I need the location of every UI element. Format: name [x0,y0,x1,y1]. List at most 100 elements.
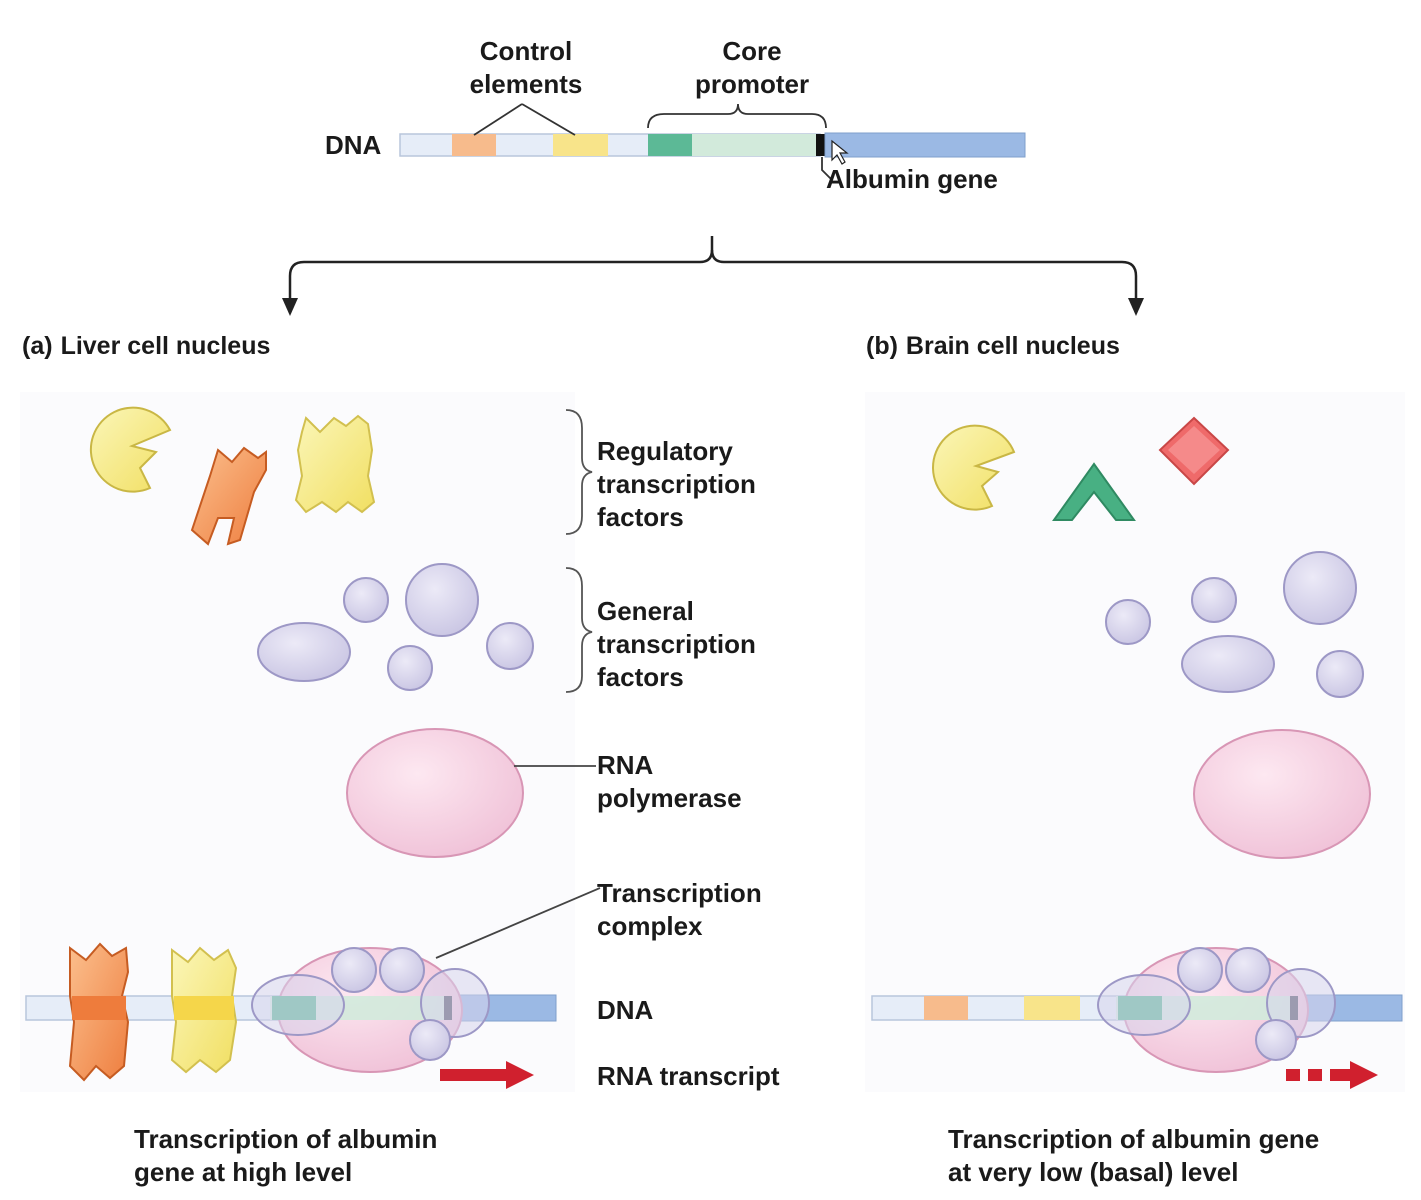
arrow-to-brain [1128,298,1144,316]
panel-a-dna-complex [25,942,557,1082]
arrow-dash-b3 [1330,1069,1352,1081]
general-line-2: transcription [597,629,756,659]
complex-tf-oval-left [251,974,345,1036]
core-promoter-bracket [647,103,827,129]
rna-polymerase-a [346,728,524,858]
top-tata-box [648,134,692,156]
panel-b-letter: (b) [866,332,898,360]
yellow-crescent-factor-a [89,406,172,493]
general-brace [565,567,593,693]
general-tf-circle-b4 [1316,650,1364,698]
complex-tf-oval-left-b [1097,974,1191,1036]
arrow-dash-b2 [1308,1069,1322,1081]
core-promoter-line-1: Core [722,36,781,66]
general-tf-oval-b [1181,635,1275,693]
complex-tf-top-b2 [1225,947,1271,993]
rna-transcript-arrow-b [1286,1061,1378,1089]
top-dna-label: DNA [325,130,382,160]
albumin-pointer [821,157,833,181]
panel-b-regulatory-factors [932,416,1230,521]
panel-a-caption-line-2: gene at high level [134,1157,352,1187]
top-control-element-yellow [553,134,608,156]
control-element-orange-b [924,996,968,1020]
regulatory-line-1: Regulatory [597,436,733,466]
panel-a-letter: (a) [22,332,53,360]
arrow-shaft-a [440,1069,510,1081]
general-tf-circle-b3 [1283,551,1357,625]
split-bracket-path-right [710,249,1138,300]
panel-a-general-factors [257,563,534,691]
arrow-dash-b1 [1286,1069,1300,1081]
panel-b-caption-line-2: at very low (basal) level [948,1157,1238,1187]
panel-b-title: (b) Brain cell nucleus [866,332,1120,360]
transcription-complex-line-1: Transcription [597,878,762,908]
top-control-element-orange [452,134,496,156]
rna-polymerase-line-2: polymerase [597,783,742,813]
panel-b-dna-complex [871,947,1403,1073]
panel-a-regulatory-factors [89,406,376,546]
control-pointer-1 [473,103,523,136]
regulatory-brace [565,409,593,535]
panel-b-general-factors [1105,551,1364,698]
transcription-complex-pointer [435,887,601,959]
general-tf-circle-a2 [405,563,479,637]
core-promoter-line-2: promoter [695,69,809,99]
rna-polymerase-b [1193,729,1371,859]
regulatory-line-2: transcription [597,469,756,499]
orange-h-factor-a [190,446,267,546]
general-tf-circle-b2 [1191,577,1237,623]
general-tf-oval-a [257,622,351,682]
cursor-icon [831,139,849,165]
yellow-h-factor-a [294,414,376,514]
control-elements-line-1: Control [480,36,572,66]
rna-transcript-label: RNA transcript [597,1061,780,1091]
control-elements-line-2: elements [470,69,583,99]
arrow-head-b [1350,1061,1378,1089]
regulatory-line-3: factors [597,502,684,532]
complex-tf-bottom [409,1019,451,1061]
bound-orange-element [72,996,126,1020]
green-chevron-factor [1052,462,1136,521]
general-tf-circle-b1 [1105,599,1151,645]
top-promoter-region [692,134,816,156]
yellow-crescent-factor-b [932,424,1016,511]
panel-a-title-text: Liver cell nucleus [61,332,271,360]
arrow-head-a [506,1061,534,1089]
dna-label-center: DNA [597,995,654,1025]
complex-tf-bottom-b [1255,1019,1297,1061]
general-tf-circle-a3 [387,645,433,691]
red-diamond-highlight [1168,426,1220,474]
arrow-to-liver [282,298,298,316]
bound-yellow-element [174,996,234,1020]
general-tf-circle-a1 [343,577,389,623]
panel-a-title: (a) Liver cell nucleus [22,332,270,360]
control-element-yellow-b [1024,996,1080,1020]
rna-transcript-arrow-a [440,1061,534,1089]
complex-tf-top-2 [379,947,425,993]
general-line-1: General [597,596,694,626]
panel-a-caption-line-1: Transcription of albumin [134,1124,437,1154]
panel-b-caption-line-1: Transcription of albumin gene [948,1124,1319,1154]
general-line-3: factors [597,662,684,692]
top-albumin-gene [824,132,1026,158]
complex-tf-top-1 [331,947,377,993]
control-pointer-2 [521,103,576,136]
complex-tf-right [420,968,490,1038]
general-tf-circle-a4 [486,622,534,670]
top-transcription-start [816,134,825,156]
albumin-gene-label: Albumin gene [826,164,998,194]
complex-tf-right-b [1266,968,1336,1038]
split-bracket-path [288,236,714,300]
complex-tf-top-b1 [1177,947,1223,993]
panel-b-title-text: Brain cell nucleus [906,332,1120,360]
